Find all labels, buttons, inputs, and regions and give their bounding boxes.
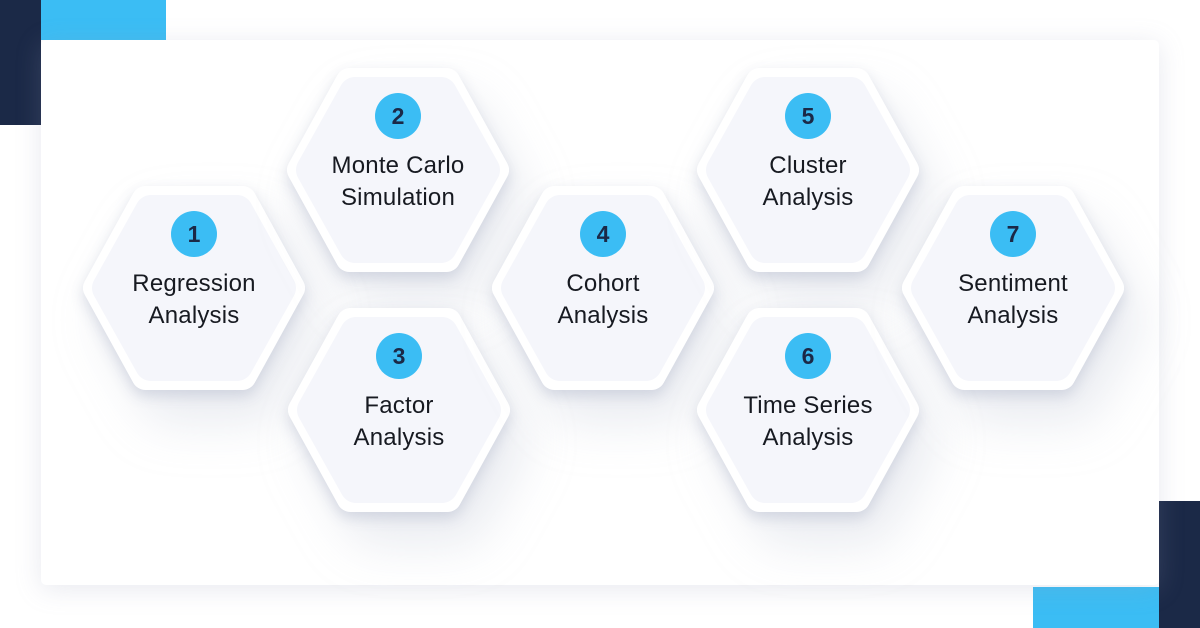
step-label-line: Analysis	[967, 302, 1059, 329]
corner-accent-navy-top-left	[0, 0, 41, 125]
step-label-line: Simulation	[340, 184, 456, 211]
step-label-line: Monte Carlo	[331, 152, 465, 179]
hexagon-body	[296, 77, 500, 263]
step-label-line: Analysis	[353, 424, 445, 451]
hexagon-shape	[288, 308, 510, 512]
hexagon-step-2: 2 Monte Carlo Simulation	[287, 68, 509, 272]
hexagon-shape	[492, 186, 714, 390]
corner-accent-cyan-bottom-right	[1033, 587, 1159, 628]
hexagon-content: 7 Sentiment Analysis	[902, 186, 1124, 390]
step-label: Sentiment Analysis	[958, 268, 1068, 332]
hexagon-step-1: 1 Regression Analysis	[83, 186, 305, 390]
step-label-line: Analysis	[557, 302, 649, 329]
step-label-line: Analysis	[762, 424, 854, 451]
step-label-line: Cohort	[566, 270, 640, 297]
step-number-badge: 5	[785, 93, 831, 139]
hexagon-content: 4 Cohort Analysis	[492, 186, 714, 390]
step-number-badge: 1	[171, 211, 217, 257]
step-label: Factor Analysis	[354, 390, 445, 454]
step-label-line: Time Series	[743, 392, 873, 419]
content-card: 1 Regression Analysis 2 Monte Carlo Simu…	[41, 40, 1159, 585]
step-label: Time Series Analysis	[743, 390, 872, 454]
step-number-badge: 3	[376, 333, 422, 379]
step-label-line: Cluster	[769, 152, 847, 179]
hexagon-step-7: 7 Sentiment Analysis	[902, 186, 1124, 390]
hexagon-content: 2 Monte Carlo Simulation	[287, 68, 509, 272]
hexagon-shape	[902, 186, 1124, 390]
hexagon-body	[297, 317, 501, 503]
step-number-badge: 4	[580, 211, 626, 257]
hexagon-content: 1 Regression Analysis	[83, 186, 305, 390]
step-number-badge: 6	[785, 333, 831, 379]
corner-accent-navy-bottom-right	[1159, 501, 1200, 628]
hexagon-content: 5 Cluster Analysis	[697, 68, 919, 272]
hexagon-step-6: 6 Time Series Analysis	[697, 308, 919, 512]
step-label: Cohort Analysis	[558, 268, 649, 332]
step-label: Cluster Analysis	[763, 150, 854, 214]
step-number-badge: 2	[375, 93, 421, 139]
step-label-line: Factor	[364, 392, 434, 419]
hexagon-body	[92, 195, 296, 381]
hexagon-body	[501, 195, 705, 381]
step-number-badge: 7	[990, 211, 1036, 257]
hexagon-shape	[697, 308, 919, 512]
hexagon-body	[706, 317, 910, 503]
hexagon-shape	[287, 68, 509, 272]
hexagon-content: 6 Time Series Analysis	[697, 308, 919, 512]
hexagon-body	[706, 77, 910, 263]
step-label: Monte Carlo Simulation	[332, 150, 465, 214]
hexagon-shape	[83, 186, 305, 390]
step-label-line: Analysis	[148, 302, 240, 329]
hexagon-step-5: 5 Cluster Analysis	[697, 68, 919, 272]
hexagon-content: 3 Factor Analysis	[288, 308, 510, 512]
step-label-line: Sentiment	[958, 270, 1068, 297]
corner-accent-cyan-top-left	[41, 0, 166, 40]
hexagon-step-3: 3 Factor Analysis	[288, 308, 510, 512]
hexagon-step-4: 4 Cohort Analysis	[492, 186, 714, 390]
step-label: Regression Analysis	[132, 268, 255, 332]
step-label-line: Analysis	[762, 184, 854, 211]
hexagon-body	[911, 195, 1115, 381]
hexagon-shape	[697, 68, 919, 272]
step-label-line: Regression	[132, 270, 256, 297]
